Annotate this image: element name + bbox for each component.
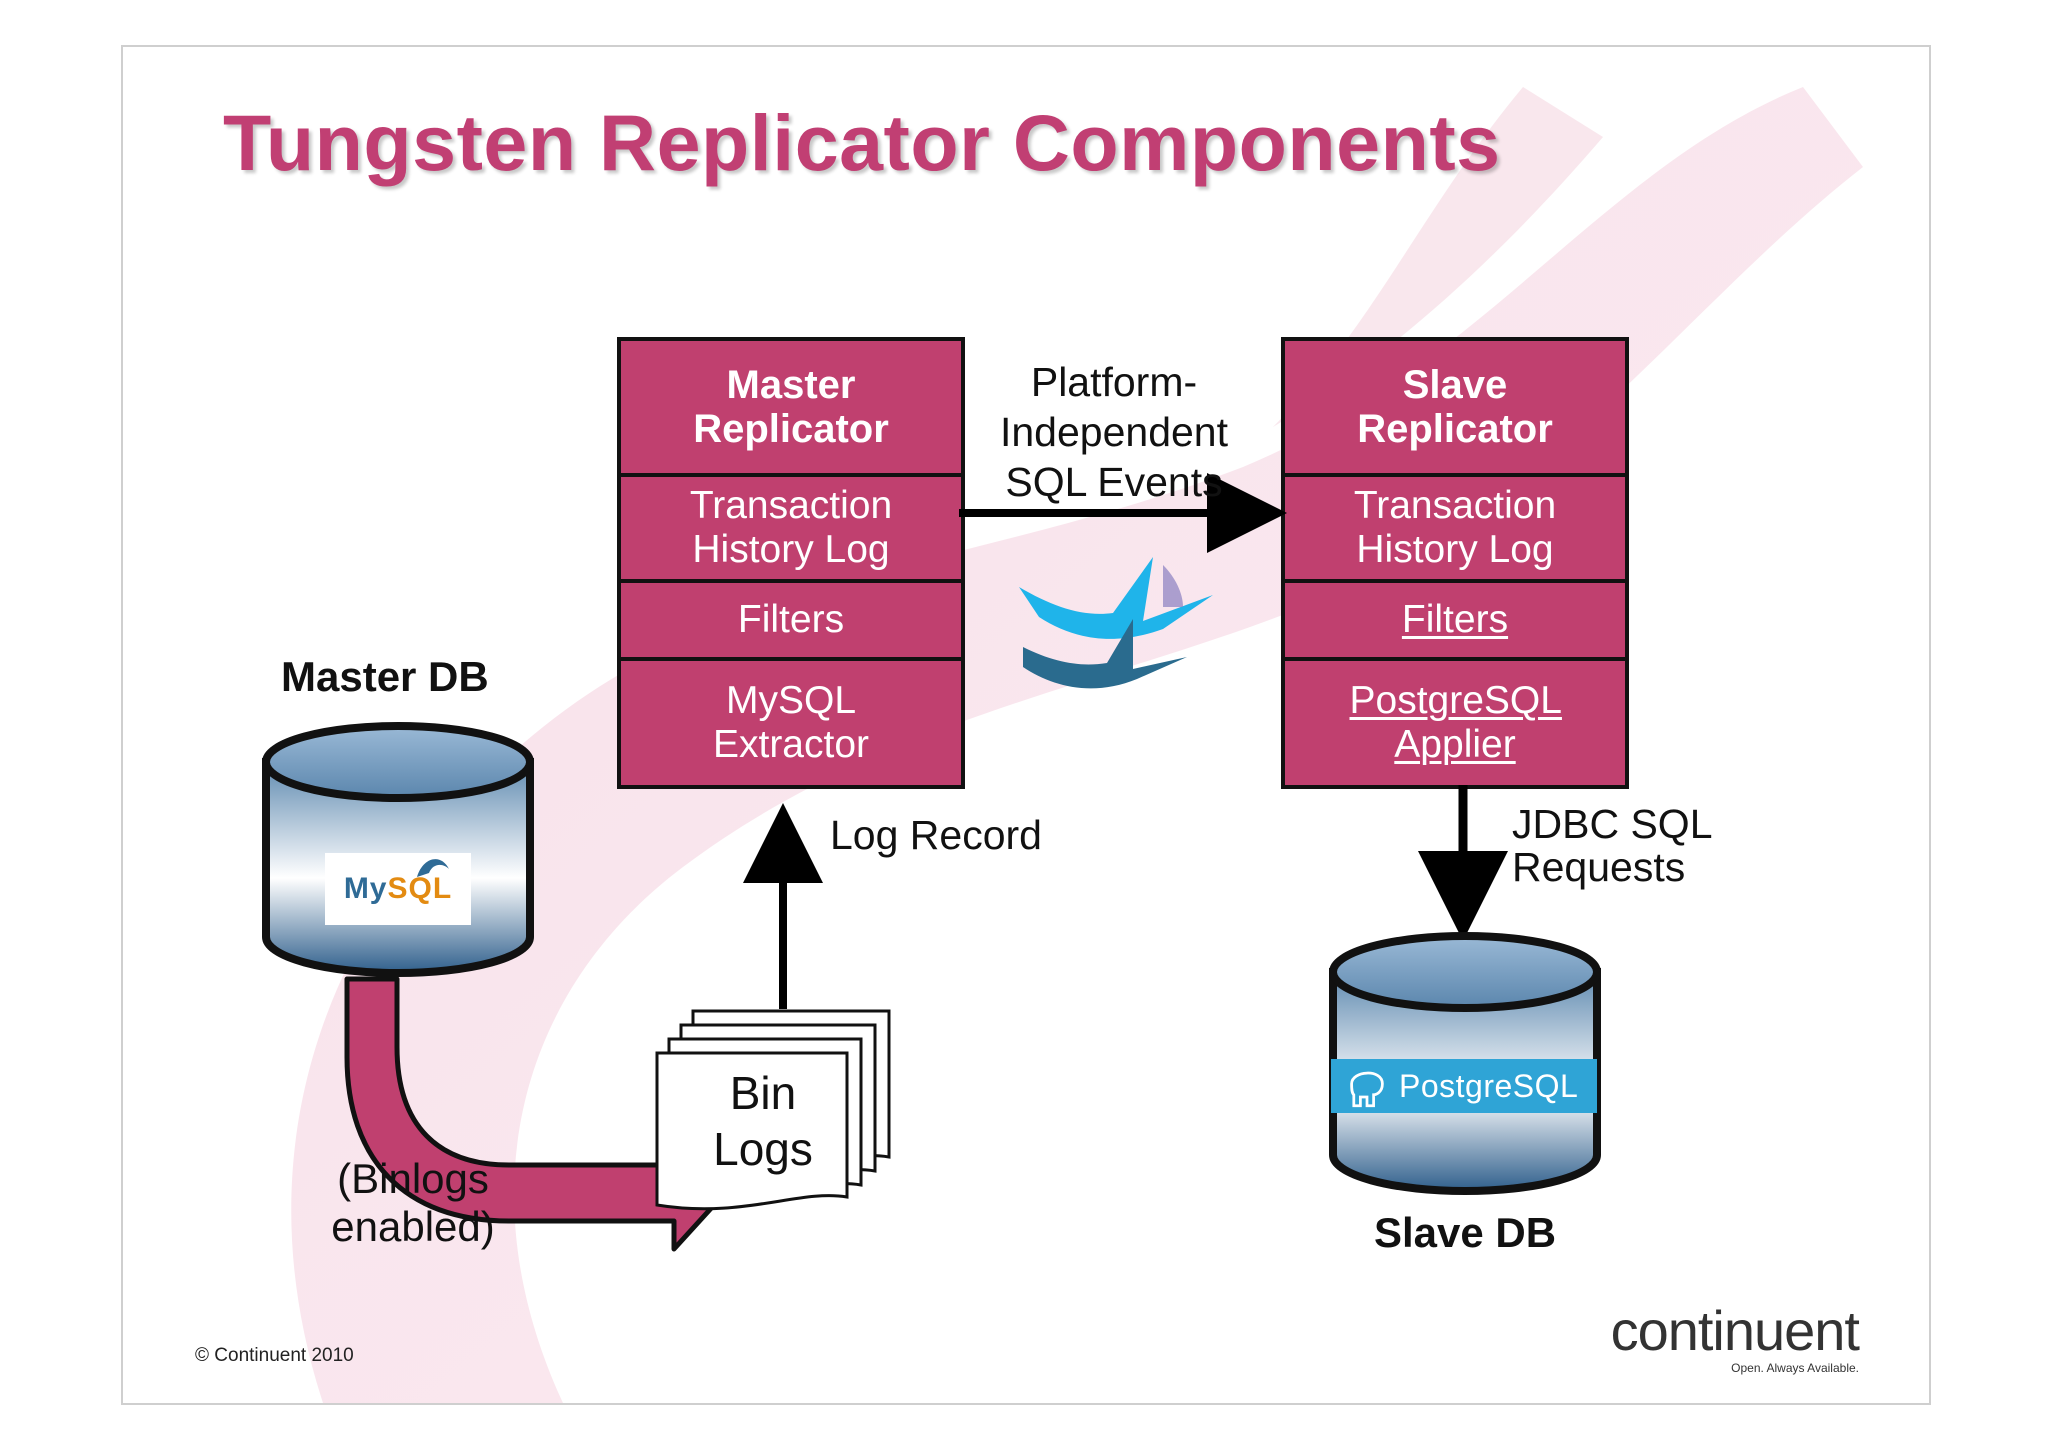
mysql-logo-sql: SQL (387, 872, 453, 905)
divider (1285, 579, 1625, 583)
divider (621, 473, 961, 477)
jdbc-label: JDBC SQL Requests (1512, 801, 1711, 890)
master-db-cylinder (262, 722, 534, 977)
bin-logs-label: Bin Logs (713, 1067, 813, 1175)
slave-replicator-stack: Slave Replicator Transaction History Log… (1281, 337, 1629, 789)
slide: Tungsten Replicator Components Master Re… (121, 45, 1931, 1405)
diagram-graphics (262, 473, 1601, 1252)
events-label: Platform-Independent SQL Events (999, 359, 1228, 505)
elephant-icon (1350, 1071, 1384, 1108)
continuent-logo: continuent Open. Always Available. (1610, 1299, 1860, 1376)
divider (621, 657, 961, 661)
binlog-flow-arrow (344, 976, 728, 1252)
log-record-label: Log Record (830, 812, 1042, 858)
brand-tagline: Open. Always Available. (1731, 1361, 1859, 1375)
bin-logs-document (655, 1009, 891, 1211)
master-history-log: Transaction History Log (689, 484, 893, 571)
slave-replicator-header: Slave Replicator (1357, 363, 1553, 451)
mysql-logo: MySQL (325, 853, 471, 925)
postgresql-logo-text: PostgreSQL (1399, 1067, 1579, 1104)
slave-postgresql-applier[interactable]: PostgreSQL Applier (1349, 679, 1562, 766)
slave-filters[interactable]: Filters (1401, 598, 1509, 641)
divider (621, 579, 961, 583)
slave-history-log: Transaction History Log (1353, 484, 1557, 571)
copyright: © Continuent 2010 (195, 1345, 354, 1366)
binlogs-note: (Binlogs enabled) (331, 1155, 495, 1250)
flying-birds-icon (1019, 557, 1213, 689)
master-replicator-stack: Master Replicator Transaction History Lo… (617, 337, 965, 789)
divider (1285, 657, 1625, 661)
mysql-logo-my: My (343, 872, 388, 905)
master-mysql-extractor: MySQL Extractor (712, 679, 870, 766)
master-replicator-header: Master Replicator (693, 363, 889, 451)
dolphin-icon (417, 859, 449, 877)
master-db-label: Master DB (281, 653, 489, 700)
mysql-logo-text: MySQL (344, 872, 452, 906)
master-filters: Filters (737, 598, 845, 641)
divider (1285, 473, 1625, 477)
page-title: Tungsten Replicator Components (223, 98, 1501, 187)
slave-db-label: Slave DB (1373, 1209, 1557, 1256)
brand-name: continuent (1610, 1299, 1860, 1362)
postgresql-logo: PostgreSQL (1331, 1059, 1597, 1113)
